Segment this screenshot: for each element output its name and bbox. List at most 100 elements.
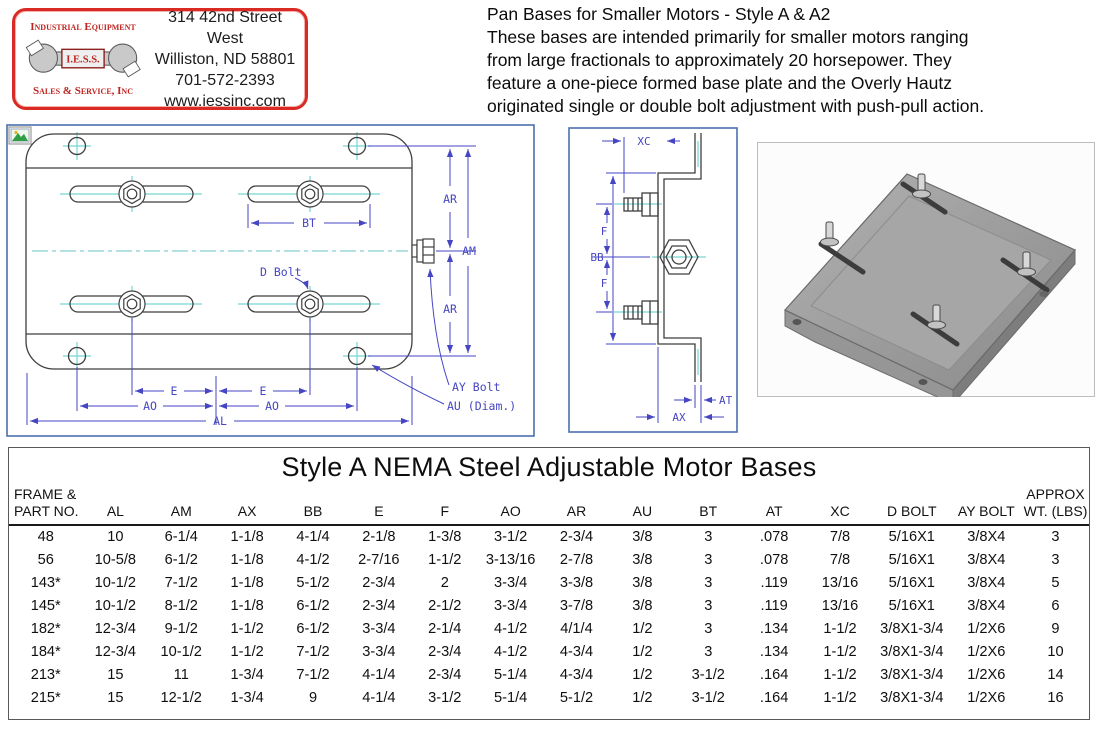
- intro-paragraph: These bases are intended primarily for s…: [487, 27, 985, 116]
- table-cell: 3: [704, 528, 713, 545]
- table-cell: 4-3/4: [559, 643, 594, 660]
- table-cell: 2-7/16: [358, 551, 400, 568]
- table-cell: .078: [759, 551, 789, 568]
- table-cell: 3: [704, 551, 713, 568]
- table-cell: 2-3/4: [428, 643, 462, 660]
- table-cell: 56: [37, 551, 54, 568]
- table-cell: 1/2X6: [967, 666, 1006, 683]
- side-bolt: [411, 238, 435, 264]
- dim-label-ao-left: AO: [143, 399, 157, 413]
- table-cell: 3-1/2: [691, 666, 725, 683]
- table-cell: 1-3/4: [230, 689, 264, 706]
- table-cell: 6-1/2: [164, 551, 198, 568]
- image-placeholder-icon: [8, 126, 32, 145]
- dim-label-ao-right: AO: [265, 399, 279, 413]
- table-cell: 7-1/2: [296, 666, 330, 683]
- table-cell: 215*: [30, 689, 61, 706]
- column-header: AY BOLT: [950, 484, 1022, 526]
- table-title: Style A NEMA Steel Adjustable Motor Base…: [281, 452, 817, 482]
- table-cell: 15: [107, 689, 124, 706]
- table-cell: 4-1/4: [296, 528, 330, 545]
- table-cell: 6-1/4: [164, 528, 198, 545]
- table-cell: 3-3/8: [559, 574, 594, 591]
- table-cell: 10: [107, 528, 124, 545]
- table-cell: 5-1/4: [493, 689, 528, 706]
- table-cell: .119: [760, 597, 788, 614]
- table-cell: 3-3/4: [362, 620, 396, 637]
- table-cell: 1-3/8: [428, 528, 462, 545]
- dim-label-at: AT: [719, 394, 733, 407]
- dimension-lines: [26, 145, 476, 425]
- company-logo-box: Industrial Equipment I.E.S.S. Sales & Se…: [12, 8, 308, 110]
- table-cell: .134: [759, 643, 789, 660]
- motor-base-photo-shape: [784, 173, 1076, 397]
- column-header: AL: [82, 484, 149, 526]
- table-cell: 3/8: [632, 574, 653, 591]
- table-cell: 3/8X4: [967, 551, 1006, 568]
- table-cell: 1-1/2: [823, 689, 857, 706]
- logo-line2: Sales & Service, Inc: [33, 85, 133, 97]
- table-cell: 13/16: [821, 574, 859, 591]
- wrench-icon: I.E.S.S.: [25, 39, 141, 78]
- table-cell: 2-1/2: [428, 597, 462, 614]
- table-cell: 3/8X1-3/4: [880, 689, 944, 706]
- table-cell: 1-1/2: [230, 620, 264, 637]
- column-header: BT: [675, 484, 742, 526]
- table-cell: 2-1/8: [362, 528, 396, 545]
- address-city: Williston, ND 58801: [154, 50, 296, 68]
- table-cell: 1-1/2: [823, 643, 857, 660]
- dim-label-am: AM: [462, 244, 476, 258]
- table-cell: 1-1/8: [230, 574, 264, 591]
- table-cell: 5/16X1: [888, 597, 935, 614]
- column-header: AR: [543, 484, 610, 526]
- table-cell: 7-1/2: [164, 574, 198, 591]
- column-header: AX: [214, 484, 281, 526]
- table-cell: 9: [308, 689, 318, 706]
- intro-text-block: Pan Bases for Smaller Motors - Style A &…: [487, 3, 1093, 118]
- table-cell: 11: [173, 666, 189, 683]
- dim-label-bt: BT: [302, 216, 316, 230]
- table-cell: 1-1/2: [823, 666, 857, 683]
- table-cell: 4-1/2: [493, 620, 528, 637]
- table-cell: .164: [759, 689, 789, 706]
- table-cell: 3: [1051, 551, 1060, 568]
- website-url[interactable]: www.iessinc.com: [164, 92, 286, 110]
- table-cell: 1/2: [632, 643, 653, 660]
- table-cell: 6-1/2: [296, 620, 330, 637]
- table-cell: 3/8X4: [967, 528, 1006, 545]
- table-cell: .164: [759, 666, 789, 683]
- logo-acronym: I.E.S.S.: [66, 55, 100, 66]
- table-cell: 3/8X4: [967, 597, 1006, 614]
- dim-label-au-diam: AU (Diam.): [447, 399, 516, 413]
- table-cell: 7/8: [829, 528, 851, 545]
- table-cell: 3: [704, 597, 713, 614]
- table-cell: 1/2: [632, 620, 653, 637]
- table-cell: 3-3/4: [362, 643, 396, 660]
- side-view-drawing: XC BB F F AT AX: [568, 127, 738, 433]
- table-cell: 2-3/4: [559, 528, 594, 545]
- table-cell: 10-1/2: [94, 574, 137, 591]
- table-cell: 1-3/4: [230, 666, 264, 683]
- top-view-drawing: BT D Bolt AR AM AR AY Bolt AU (Diam.) E …: [6, 124, 535, 437]
- table-cell: 3-1/2: [428, 689, 462, 706]
- dim-label-ay-bolt: AY Bolt: [452, 380, 500, 394]
- table-cell: 3: [704, 620, 713, 637]
- company-address: 314 42nd Street West Williston, ND 58801…: [149, 7, 305, 112]
- column-header: XC: [807, 484, 873, 526]
- table-cell: 1-1/8: [230, 551, 264, 568]
- table-cell: 2: [440, 574, 449, 591]
- table-cell: 10: [1047, 643, 1064, 660]
- table-cell: 5-1/2: [296, 574, 330, 591]
- table-cell: 10-1/2: [160, 643, 202, 660]
- dimension-lines: [596, 137, 724, 423]
- table-cell: 143*: [30, 574, 61, 591]
- table-cell: 1-1/2: [823, 620, 857, 637]
